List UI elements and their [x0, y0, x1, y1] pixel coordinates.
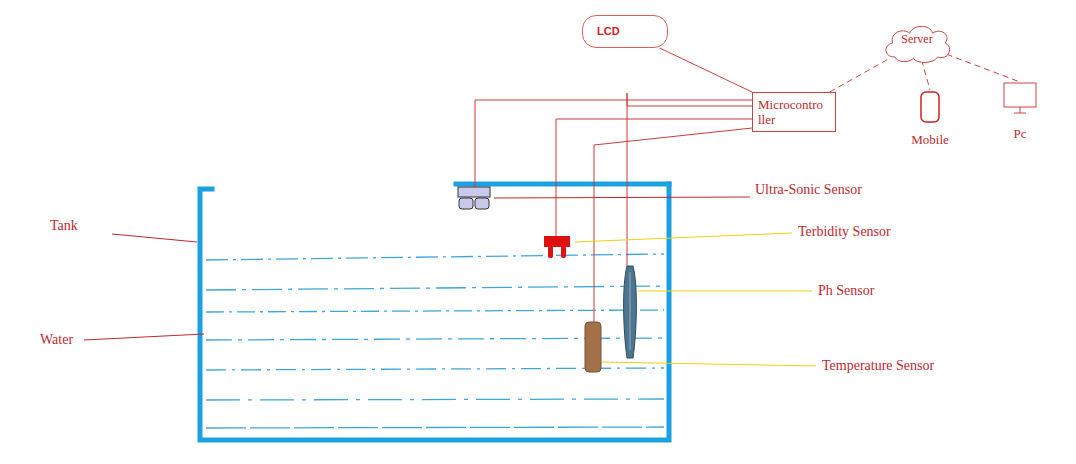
ph-probe-core	[630, 272, 631, 350]
leader-line	[84, 334, 204, 340]
tank-walls	[200, 184, 669, 440]
water-lines	[206, 254, 664, 428]
pc-stand	[1020, 107, 1021, 113]
pc-icon	[995, 82, 1045, 126]
node-text: Pc	[995, 126, 1045, 142]
part-label: Ph Sensor	[818, 283, 874, 299]
pc-monitor	[1004, 83, 1036, 107]
ph-sensor	[624, 266, 637, 358]
water-line	[206, 427, 664, 428]
part-label: Ultra-Sonic Sensor	[755, 182, 862, 198]
lcd-display: LCD	[582, 15, 668, 48]
water-line	[206, 286, 664, 290]
turbidity-prong	[561, 246, 566, 258]
node-text: LCD	[583, 16, 667, 47]
leader-line	[638, 291, 812, 292]
mobile-body	[921, 92, 939, 122]
connector-line	[947, 54, 1020, 82]
connector-line	[660, 48, 752, 92]
leader-lines	[84, 197, 816, 366]
ultrasonic-transducer	[475, 198, 489, 209]
leader-line	[112, 234, 197, 242]
temperature-probe	[585, 322, 601, 372]
ultrasonic-wire	[475, 100, 752, 187]
tank-outline	[200, 184, 669, 440]
part-label: Tank	[50, 218, 78, 234]
ultrasonic-sensor	[458, 187, 490, 209]
ultrasonic-transducer	[459, 198, 473, 209]
temperature-wire	[594, 128, 752, 322]
turbidity-prong	[548, 246, 553, 258]
turbidity-body	[544, 236, 570, 247]
server-cloud: Server	[880, 22, 954, 64]
pc-base	[1014, 113, 1026, 114]
node-text: Server	[880, 22, 954, 46]
node-text: Mobile	[905, 132, 955, 148]
node-text: Microcontro ller	[753, 93, 835, 129]
connector-line	[922, 60, 930, 90]
water-line	[206, 399, 664, 400]
pc-computer: Pc	[995, 82, 1045, 142]
leader-line	[494, 197, 750, 198]
leader-line	[602, 362, 816, 366]
turbidity-wire	[556, 119, 752, 236]
leader-line	[575, 233, 792, 242]
mobile-icon	[905, 90, 955, 132]
part-label: Temperature Sensor	[822, 358, 934, 374]
connector-line	[830, 60, 888, 92]
microcontroller-box: Microcontro ller	[752, 92, 836, 132]
ph-probe	[624, 266, 637, 358]
sensor-wires	[475, 93, 752, 322]
part-label: Terbidity Sensor	[798, 224, 891, 240]
water-line	[206, 310, 664, 312]
mobile-device: Mobile	[905, 90, 955, 148]
water-line	[206, 254, 664, 260]
turbidity-sensor	[544, 236, 570, 258]
ultrasonic-body	[458, 187, 490, 197]
part-label: Water	[40, 332, 73, 348]
tank-lid	[456, 182, 669, 187]
